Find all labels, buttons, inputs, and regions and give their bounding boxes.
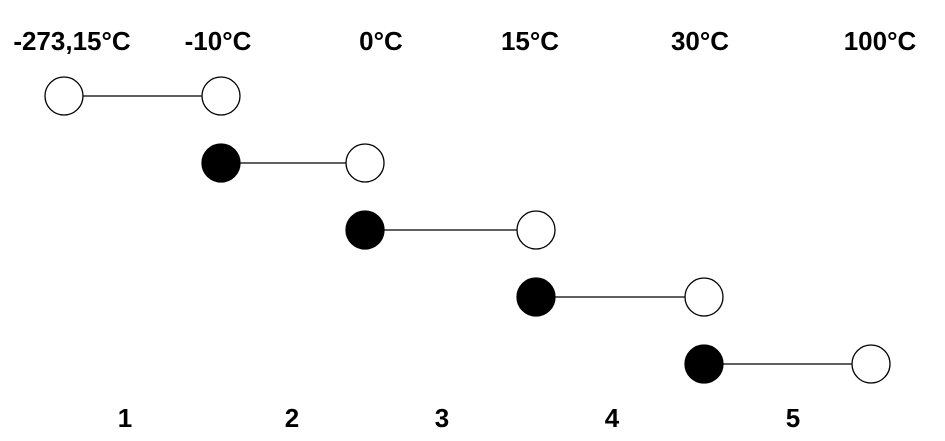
temperature-label: 0°C [359, 26, 403, 56]
closed-endpoint [516, 277, 556, 317]
temperature-label: 15°C [501, 26, 559, 56]
open-endpoint [201, 76, 241, 116]
closed-endpoint [201, 143, 241, 183]
interval-number-label: 1 [118, 403, 132, 433]
closed-endpoint [684, 344, 724, 384]
temperature-label: -273,15°C [13, 26, 131, 56]
temperature-labels: -273,15°C -10°C 0°C 15°C 30°C 100°C [13, 26, 916, 56]
open-endpoint [516, 210, 556, 250]
open-endpoint [345, 143, 385, 183]
open-endpoint [44, 76, 84, 116]
temperature-label: 100°C [844, 26, 917, 56]
interval-number-label: 2 [285, 403, 299, 433]
interval-number-label: 4 [605, 403, 620, 433]
interval-number-label: 5 [786, 403, 800, 433]
closed-endpoint [345, 210, 385, 250]
open-endpoint [851, 344, 891, 384]
open-endpoint [684, 277, 724, 317]
temperature-label: 30°C [671, 26, 729, 56]
interval-number-labels: 1 2 3 4 5 [118, 403, 800, 433]
temperature-label: -10°C [185, 26, 252, 56]
interval-segments [44, 76, 891, 384]
interval-number-label: 3 [435, 403, 449, 433]
